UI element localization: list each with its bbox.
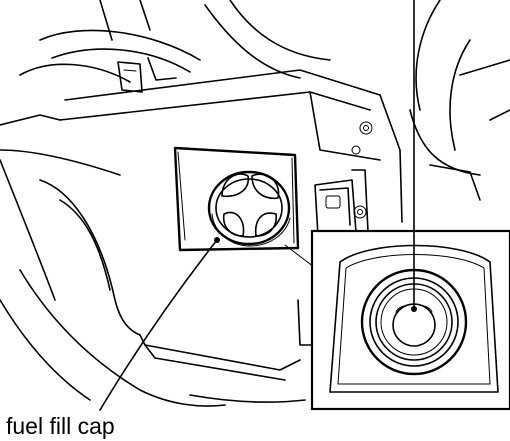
- fuel-fill-cap: [207, 170, 291, 247]
- filler-neck-inset: [310, 229, 510, 411]
- fuel-cap-leader-line: [99, 239, 218, 411]
- fuel-fill-cap-label: fuel fill cap: [6, 413, 115, 439]
- vehicle-body: [0, 0, 510, 407]
